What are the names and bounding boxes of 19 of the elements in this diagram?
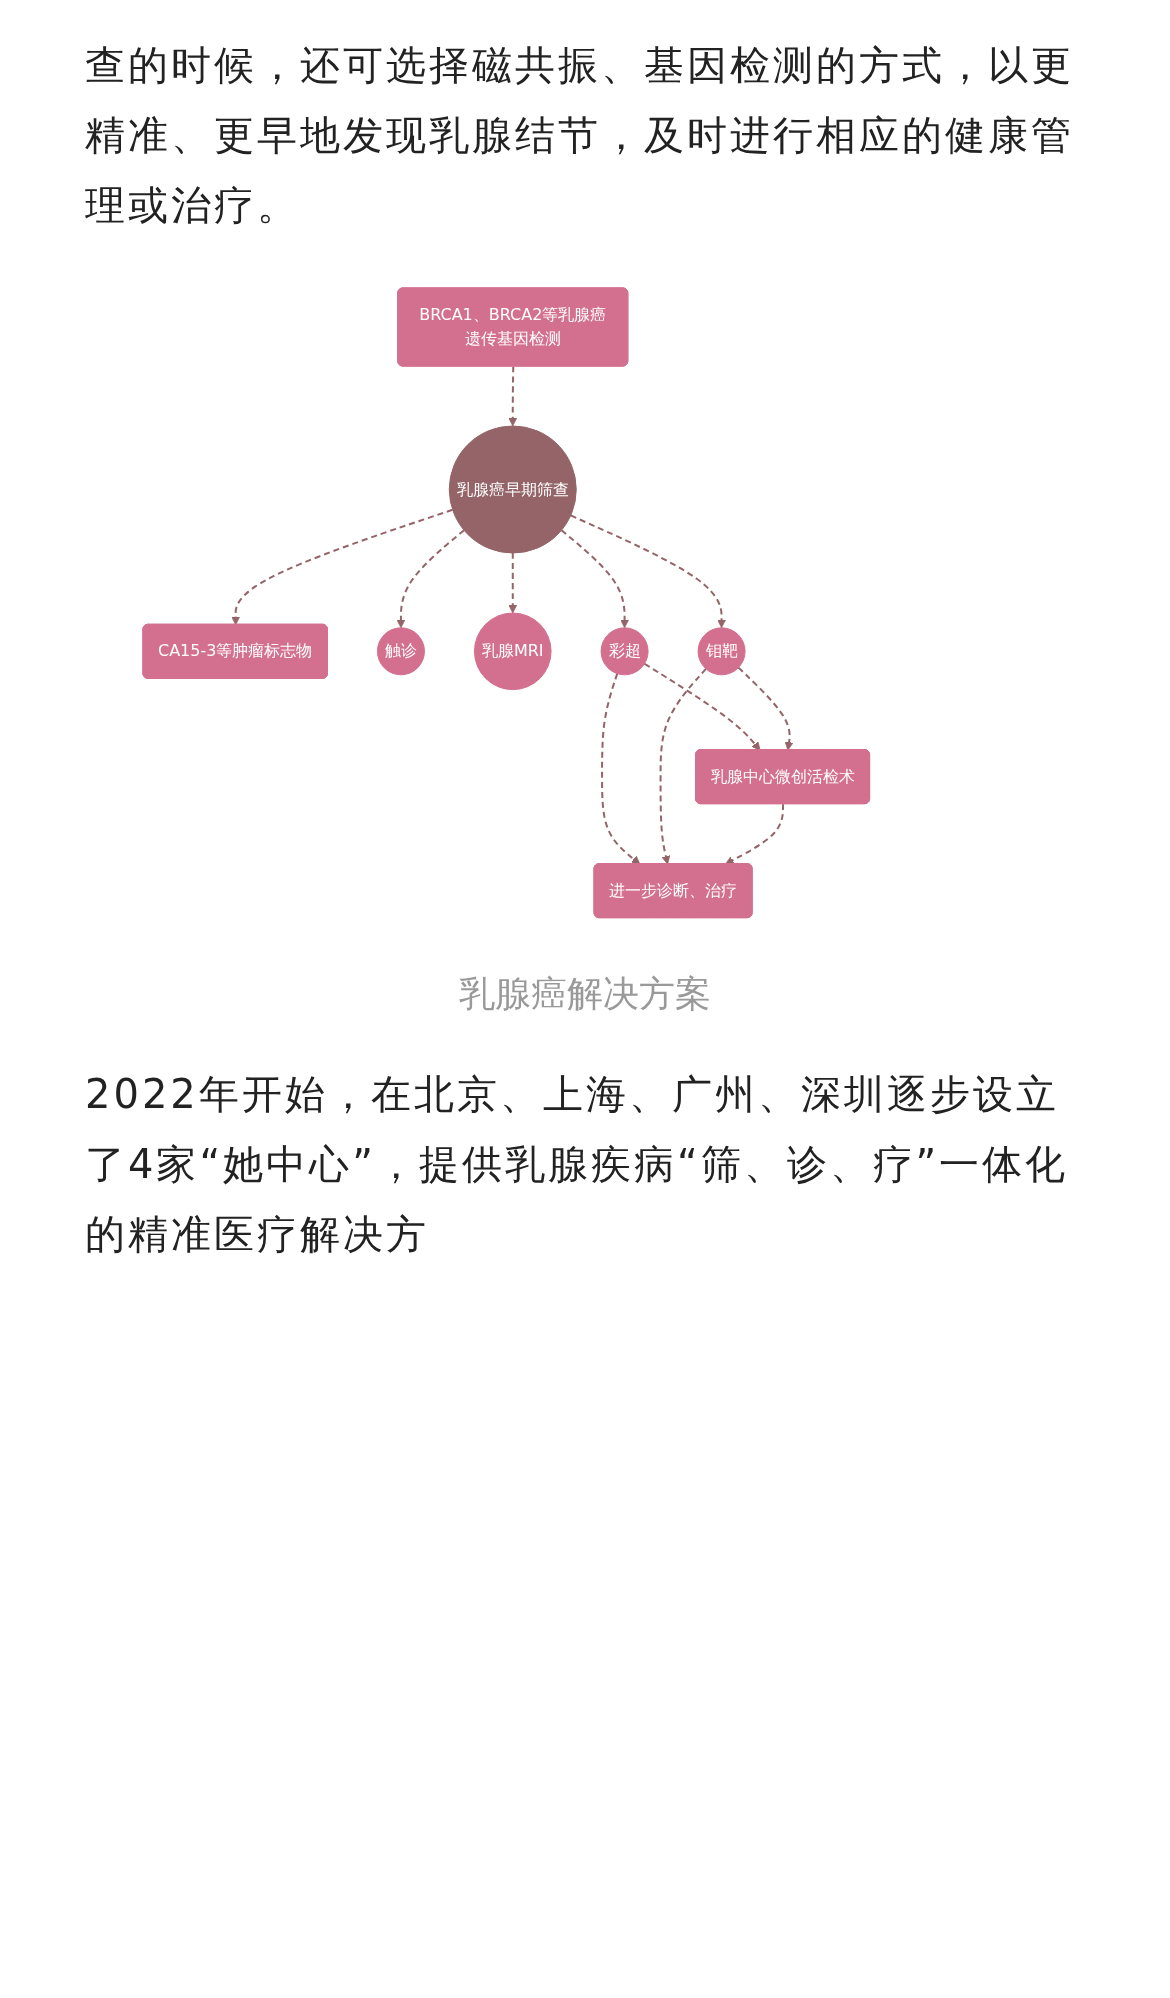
arrow: [560, 529, 629, 629]
node-circle: 乳腺MRI: [473, 612, 552, 691]
figure-caption: 乳腺癌解决方案: [458, 971, 712, 1016]
arrow: [659, 667, 707, 865]
body-paragraph: 查的时候，还可选择磁共振、基因检测的方式，以更精准、更早地发现乳腺结节，及时进行相应的健康管理或治疗。: [85, 41, 1075, 230]
arrow: [396, 529, 466, 629]
arrow: [643, 662, 761, 751]
arrow: [508, 552, 518, 614]
node-circle: 彩超: [600, 627, 649, 676]
body-paragraph: 2022年开始，在北京、上海、广州、深圳逐步设立了4家“她中心”，提供乳腺疾病“筛、诊、疗”一体化的精准医疗解决方: [85, 1069, 1070, 1259]
arrow: [231, 508, 454, 626]
node-circle: 触诊: [376, 627, 425, 676]
arrow: [737, 666, 794, 751]
arrow: [569, 514, 726, 629]
node-circle: 钼靶: [697, 627, 746, 676]
arrow: [601, 672, 641, 865]
arrow: [725, 803, 785, 865]
node-circle: 乳腺癌早期筛查: [448, 425, 577, 554]
arrow: [508, 365, 518, 427]
